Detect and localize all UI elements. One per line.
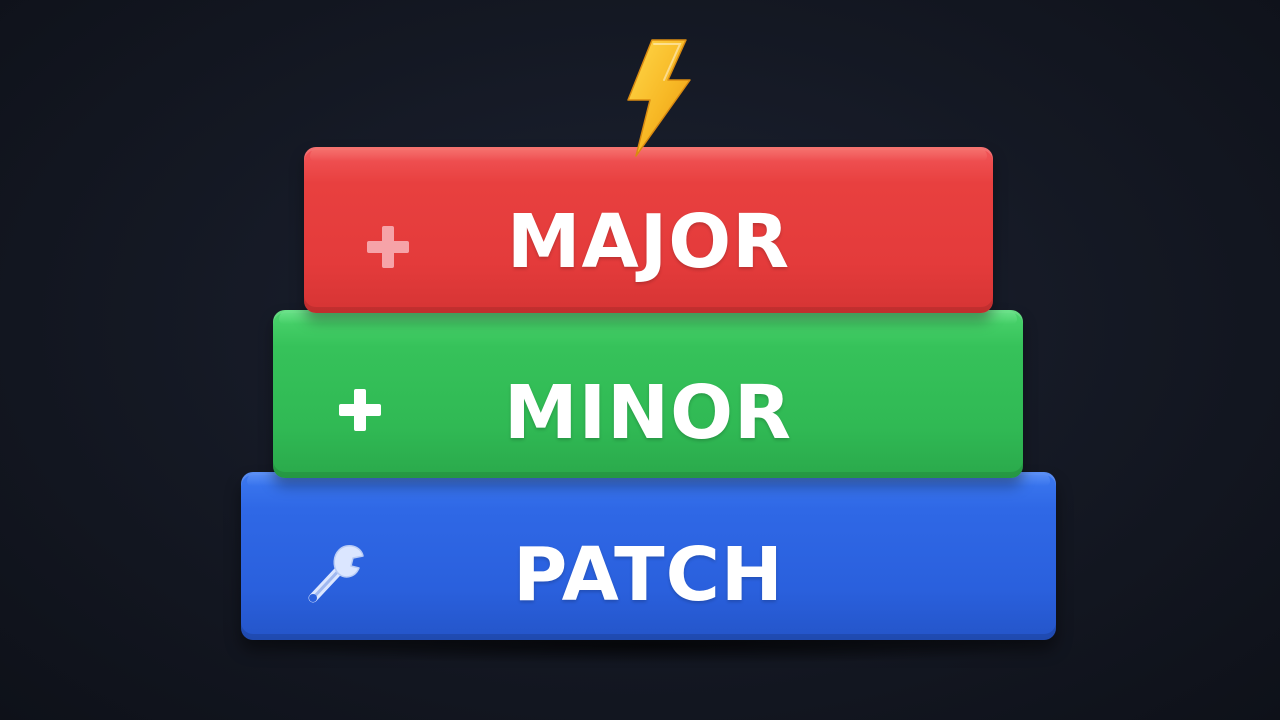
major-label: MAJOR: [506, 199, 791, 285]
patch-label: PATCH: [513, 532, 784, 618]
major-block-face: [304, 147, 993, 313]
patch-block: PATCH: [241, 472, 1056, 640]
plus-icon: [339, 389, 381, 431]
patch-block-face: [241, 472, 1056, 640]
wrench-icon: [308, 545, 364, 603]
minor-block: MINOR: [273, 310, 1023, 478]
minor-block-face: [273, 310, 1023, 478]
minor-label: MINOR: [504, 370, 792, 456]
major-block: MAJOR: [304, 147, 993, 313]
lightning-bolt-icon: [627, 39, 691, 157]
plus-icon: [367, 226, 409, 268]
